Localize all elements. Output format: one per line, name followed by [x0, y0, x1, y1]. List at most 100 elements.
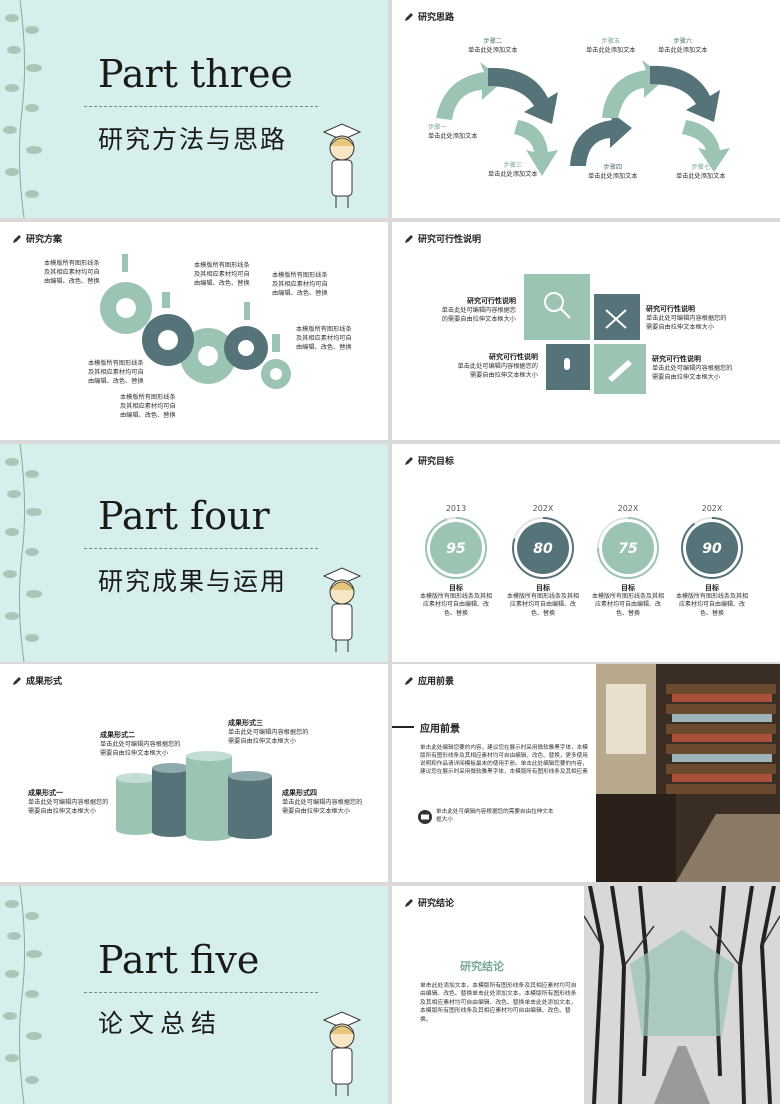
plan-note-1: 本模版所有图形线条及其相应素材均可自由编辑、改色、替换 — [44, 260, 100, 285]
plan-note-3: 本模版所有图形线条及其相应素材均可自由编辑、改色、替换 — [272, 272, 328, 297]
feasibility-item-4: 研究可行性说明单击此处可编辑内容根据您的需要自由拉伸文本框大小 — [652, 355, 733, 381]
slide-part-five[interactable]: Part five 论文总结 — [0, 886, 388, 1104]
section-part-title: Part four — [98, 494, 270, 538]
goal-year: 202X — [617, 504, 639, 513]
header-label: 应用前景 — [418, 677, 455, 687]
feasibility-item-3: 研究可行性说明单击此处可编辑内容根据您的需要自由拉伸文本框大小 — [457, 353, 538, 379]
goal-year: 202X — [701, 504, 723, 513]
title-rule — [392, 726, 414, 728]
header-label: 研究结论 — [418, 899, 455, 909]
gears-illustration — [100, 254, 291, 389]
prospect-body: 单击此处编辑您要的内容，建议您在展示时采用微软雅黑字体，本模版所有图形线条及其相… — [420, 745, 588, 776]
goal-value: 75 — [618, 541, 638, 557]
header-label: 成果形式 — [26, 677, 63, 687]
divider — [84, 548, 318, 549]
goal-label: 目标 — [621, 584, 635, 592]
goal-value: 95 — [446, 541, 466, 557]
pen-icon — [13, 234, 21, 243]
graduate-illustration — [322, 567, 362, 652]
goal-text: 本模版所有图形线条及其相应素材均可自由编辑、改色、替换 — [507, 593, 580, 617]
header-label: 研究思路 — [418, 13, 455, 23]
step-1: 步骤一单击此处添加文本 — [428, 124, 478, 140]
header-label: 研究可行性说明 — [418, 235, 482, 245]
mail-icon — [418, 810, 432, 824]
pentagon-overlay — [630, 930, 734, 1036]
plan-note-6: 本模版所有图形线条及其相应素材均可自由编辑、改色、替换 — [120, 394, 176, 419]
eucalyptus-decoration — [3, 444, 42, 662]
goal-value: 90 — [702, 541, 722, 557]
goal-ring-progress — [425, 517, 487, 579]
result-form-1: 成果形式一单击此处可编辑内容根据您的需要自由拉伸文本框大小 — [28, 789, 109, 815]
section-cn-title: 研究方法与思路 — [98, 125, 288, 154]
pen-icon — [13, 676, 21, 685]
step-2: 步骤二单击此处添加文本 — [468, 38, 518, 54]
slide-part-three[interactable]: Part three 研究方法与思路 — [0, 0, 388, 218]
step-5: 步骤五单击此处添加文本 — [586, 38, 636, 54]
section-part-title: Part three — [98, 52, 293, 96]
eucalyptus-decoration — [3, 0, 42, 218]
pen-icon — [405, 898, 413, 907]
goal-label: 目标 — [536, 584, 550, 592]
goal-ring: 75 — [597, 517, 659, 579]
slide-header: 研究可行性说明 — [404, 232, 481, 245]
plan-note-5: 本模版所有图形线条及其相应素材均可自由编辑、改色、替换 — [88, 360, 144, 385]
tree-road-photo — [584, 886, 780, 1104]
prospect-note: 单击此处可编辑内容根据您的需要自由拉伸文本框大小 — [436, 809, 554, 824]
step-6: 步骤六单击此处添加文本 — [658, 38, 708, 54]
goal-label: 目标 — [705, 584, 719, 592]
slide-header: 应用前景 — [404, 674, 454, 687]
slide-research-plan[interactable]: 研究方案 本模版所有图形线条及其相应素材均可自由编辑、改色、替换 本模版所有图形… — [0, 222, 388, 440]
pen-icon — [405, 234, 413, 243]
section-cn-title: 研究成果与运用 — [98, 567, 288, 596]
feasibility-item-1: 研究可行性说明单击此处可编辑内容根据您的需要自由拉伸文本框大小 — [441, 297, 516, 323]
goal-item: 202X 75 目标本模版所有图形线条及其相应素材均可自由编辑、改色、替换 — [584, 504, 672, 618]
slide-feasibility[interactable]: 研究可行性说明 研究可行性说明单击此处可编辑内容根据您的需要自由拉伸文本框大小 … — [392, 222, 780, 440]
goal-ring-progress — [597, 517, 659, 579]
goal-text: 本模版所有图形线条及其相应素材均可自由编辑、改色、替换 — [592, 593, 665, 617]
slide-part-four[interactable]: Part four 研究成果与运用 — [0, 444, 388, 662]
pen-icon — [405, 12, 413, 21]
feasibility-item-2: 研究可行性说明单击此处可编辑内容根据您的需要自由拉伸文本框大小 — [646, 305, 727, 331]
slide-header: 成果形式 — [12, 674, 62, 687]
slide-prospect[interactable]: 应用前景 应用前景 单击此处编辑您要的内容，建议您在展示时采用微软雅黑字体，本模… — [392, 664, 780, 882]
goal-ring-progress — [512, 517, 574, 579]
goal-ring: 90 — [681, 517, 743, 579]
section-part-title: Part five — [98, 938, 260, 982]
divider — [84, 106, 318, 107]
slide-conclusion[interactable]: 研究结论 研究结论 单击此处添加文本，本模版所有图形线条及其相应素材均可自由编辑… — [392, 886, 780, 1104]
slide-header: 研究思路 — [404, 10, 454, 23]
goal-ring: 80 — [512, 517, 574, 579]
goal-ring: 95 — [425, 517, 487, 579]
goal-year: 2013 — [445, 504, 467, 513]
goal-value: 80 — [533, 541, 553, 557]
section-cn-title: 论文总结 — [98, 1009, 223, 1038]
cylinder-chart — [116, 751, 272, 841]
result-form-3: 成果形式三单击此处可编辑内容根据您的需要自由拉伸文本框大小 — [228, 719, 309, 745]
header-label: 研究目标 — [418, 457, 455, 467]
goal-item: 2013 95 目标本模版所有图形线条及其相应素材均可自由编辑、改色、替换 — [412, 504, 500, 618]
slide-research-approach[interactable]: 研究思路 步骤一单击此处添加文本 步骤二单击此处添加文本 步骤三单击此处添加文本… — [392, 0, 780, 218]
prospect-title: 应用前景 — [420, 724, 460, 735]
step-4: 步骤四单击此处添加文本 — [588, 164, 638, 180]
slide-header: 研究方案 — [12, 232, 62, 245]
divider — [84, 992, 318, 993]
step-3: 步骤三单击此处添加文本 — [488, 162, 538, 178]
slide-header: 研究目标 — [404, 454, 454, 467]
goal-label: 目标 — [449, 584, 463, 592]
eucalyptus-decoration — [3, 886, 42, 1104]
header-label: 研究方案 — [26, 235, 63, 245]
graduate-illustration — [322, 123, 362, 208]
pen-icon — [405, 676, 413, 685]
goal-text: 本模版所有图形线条及其相应素材均可自由编辑、改色、替换 — [676, 593, 749, 617]
pen-icon — [405, 456, 413, 465]
feasibility-squares — [524, 274, 646, 394]
library-photo — [596, 664, 780, 882]
goal-text: 本模版所有图形线条及其相应素材均可自由编辑、改色、替换 — [420, 593, 493, 617]
slide-result-forms[interactable]: 成果形式 成果形式一单击此处可编辑内容根据您的需要自由拉伸文本框大小 成果形式二… — [0, 664, 388, 882]
graduate-illustration — [322, 1011, 362, 1096]
plan-note-4: 本模版所有图形线条及其相应素材均可自由编辑、改色、替换 — [296, 326, 352, 351]
slide-header: 研究结论 — [404, 896, 454, 909]
step-7: 步骤七单击此处添加文本 — [676, 164, 726, 180]
